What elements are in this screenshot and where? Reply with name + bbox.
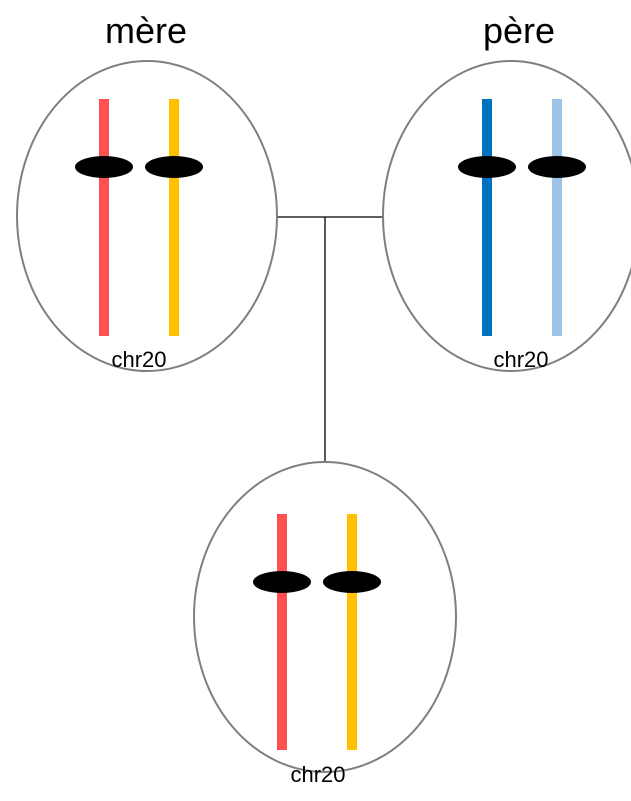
child-centromere-1 bbox=[253, 571, 311, 593]
child-chromosome-1 bbox=[277, 514, 287, 750]
father-cell: chr20 bbox=[382, 60, 631, 372]
father-chromosome-1 bbox=[482, 99, 492, 336]
child-cell-outline bbox=[193, 461, 457, 773]
mother-centromere-1 bbox=[75, 156, 133, 178]
child-centromere-2 bbox=[323, 571, 381, 593]
mother-chromosome-2 bbox=[169, 99, 179, 336]
mother-centromere-2 bbox=[145, 156, 203, 178]
father-cell-outline bbox=[382, 60, 631, 372]
mother-label: mère bbox=[105, 10, 187, 51]
mother-chromosome-label: chr20 bbox=[111, 347, 166, 372]
mother-cell: chr20 bbox=[16, 60, 278, 372]
father-centromere-1 bbox=[458, 156, 516, 178]
father-label: père bbox=[483, 10, 555, 51]
mother-cell-outline bbox=[16, 60, 278, 372]
child-cell: chr20 bbox=[193, 461, 457, 787]
mother-chromosome-1 bbox=[99, 99, 109, 336]
father-centromere-2 bbox=[528, 156, 586, 178]
father-chromosome-2 bbox=[552, 99, 562, 336]
child-chromosome-label: chr20 bbox=[290, 762, 345, 787]
father-chromosome-label: chr20 bbox=[493, 347, 548, 372]
child-chromosome-2 bbox=[347, 514, 357, 750]
